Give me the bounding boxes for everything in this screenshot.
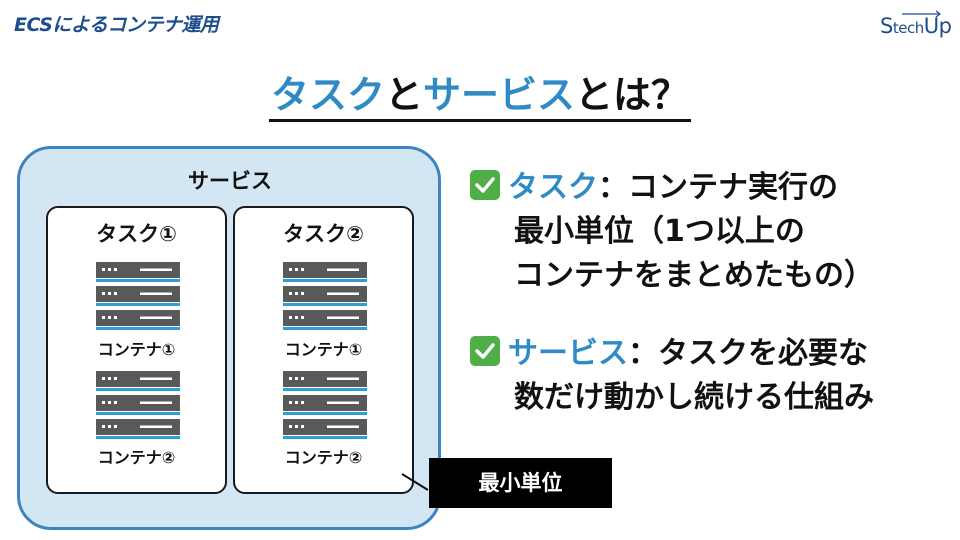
title-service: サービス (423, 73, 576, 117)
service-box: サービス タスク① コンテナ① コンテナ② タスク② (17, 146, 441, 530)
minimum-unit-badge: 最小単位 (429, 458, 612, 508)
server-icon (283, 262, 367, 332)
bullet-term: タスク (508, 170, 598, 205)
container-label: コンテナ② (97, 448, 176, 467)
check-mark-icon (470, 170, 500, 200)
bullet-line: ：コンテナ実行の (598, 170, 838, 205)
container-label: コンテナ① (97, 340, 176, 359)
bullet-line: 最小単位（1つ以上の (514, 214, 805, 249)
bullet-line: コンテナをまとめたもの） (514, 258, 874, 293)
bullet-line: ：タスクを必要な (628, 336, 868, 371)
title-task: タスク (270, 73, 385, 117)
title-towa: とは？ (575, 73, 690, 117)
task-box-2: タスク② コンテナ① コンテナ② (233, 206, 414, 494)
header-title: ECSによるコンテナ運用 (14, 14, 219, 36)
check-mark-icon (470, 336, 500, 366)
task-box-1: タスク① コンテナ① コンテナ② (46, 206, 227, 494)
logo-arrow-icon (902, 10, 941, 18)
logo-text: StechUp (880, 14, 952, 38)
server-icon (96, 371, 180, 441)
server-icon (96, 262, 180, 332)
container-label: コンテナ① (284, 340, 363, 359)
bullet-line: 数だけ動かし続ける仕組み (514, 380, 874, 415)
task-label: タスク① (96, 222, 177, 246)
server-icon (283, 371, 367, 441)
bullet-service: サービス：タスクを必要な 数だけ動かし続ける仕組み (470, 332, 874, 420)
bullet-term: サービス (508, 336, 628, 371)
stechup-logo: StechUp (880, 8, 952, 44)
container-label: コンテナ② (284, 448, 363, 467)
service-label: サービス (188, 169, 272, 193)
badge-leader-line (401, 473, 429, 491)
page-title: タスクとサービスとは？ (0, 72, 960, 122)
task-label: タスク② (283, 222, 364, 246)
title-to: と (384, 73, 423, 117)
bullet-task: タスク：コンテナ実行の 最小単位（1つ以上の コンテナをまとめたもの） (470, 166, 874, 298)
